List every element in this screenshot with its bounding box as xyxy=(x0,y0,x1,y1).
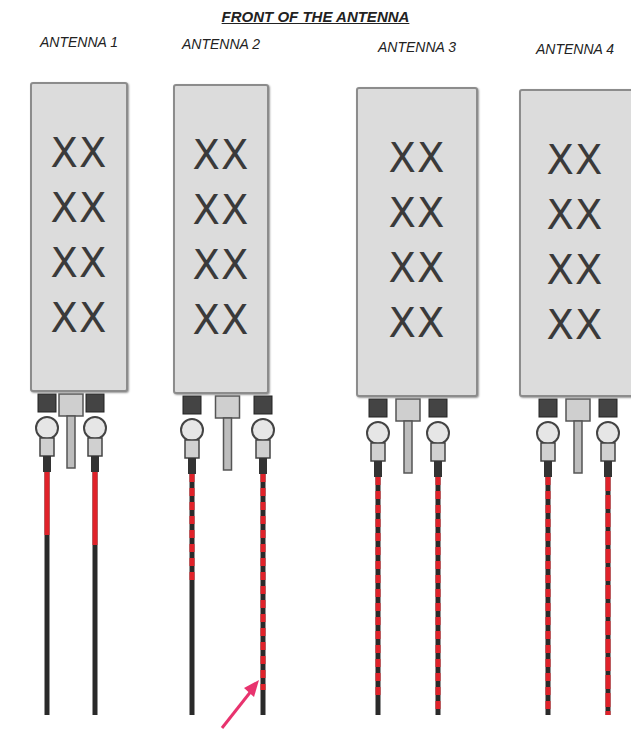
element-mark: XX xyxy=(51,181,108,236)
connector-head xyxy=(36,417,58,439)
element-mark: XX xyxy=(389,186,446,241)
cable-boot xyxy=(43,456,51,472)
connector-head xyxy=(367,422,389,444)
connector-head xyxy=(181,419,203,441)
cable-boot xyxy=(374,461,382,477)
connector-nut xyxy=(86,394,104,412)
red-stripe-marking xyxy=(190,474,195,585)
antenna-panel: ANTENNA 1XXXXXXXX xyxy=(30,82,128,392)
connector-head xyxy=(252,419,274,441)
cable-boot xyxy=(188,458,196,474)
connector-sleeve xyxy=(371,443,385,461)
element-mark: XX xyxy=(193,128,250,183)
red-marking xyxy=(45,472,50,535)
element-mark: XX xyxy=(389,296,446,351)
center-fitting xyxy=(396,399,420,421)
connector-nut xyxy=(38,394,56,412)
center-pin xyxy=(224,418,232,470)
element-mark: XX xyxy=(51,236,108,291)
connector-sleeve xyxy=(185,440,199,458)
coax-cable xyxy=(261,474,266,715)
cable-boot xyxy=(544,461,552,477)
connector-sleeve xyxy=(541,443,555,461)
connector-nut xyxy=(183,396,201,414)
center-fitting xyxy=(59,394,83,416)
antenna-panel: ANTENNA 3XXXXXXXX xyxy=(356,87,478,397)
cable-boot xyxy=(259,458,267,474)
element-mark: XX xyxy=(547,298,604,353)
connector-nut xyxy=(429,399,447,417)
element-mark: XX xyxy=(547,243,604,298)
element-mark: XX xyxy=(193,183,250,238)
connector-head xyxy=(427,422,449,444)
connector-sleeve xyxy=(88,438,102,456)
antenna-heading: ANTENNA 4 xyxy=(521,41,631,57)
red-stripe-marking xyxy=(436,477,441,715)
element-mark: XX xyxy=(547,188,604,243)
connector-sleeve xyxy=(256,440,270,458)
center-pin xyxy=(67,416,75,468)
coax-cable xyxy=(93,472,98,715)
red-stripe-marking xyxy=(546,477,551,715)
element-mark: XX xyxy=(389,241,446,296)
pointer-arrowhead xyxy=(244,680,259,697)
red-stripe-marking xyxy=(261,474,266,690)
coax-cable xyxy=(546,477,551,715)
antenna-heading: ANTENNA 2 xyxy=(175,36,267,52)
pointer-arrow xyxy=(222,690,252,728)
cable-boot xyxy=(604,461,612,477)
antenna-heading: ANTENNA 1 xyxy=(32,34,126,50)
connector-nut xyxy=(254,396,272,414)
element-mark: XX xyxy=(547,133,604,188)
center-fitting xyxy=(216,396,240,418)
red-stripe-marking xyxy=(606,477,611,715)
antenna-panel: ANTENNA 2XXXXXXXX xyxy=(173,84,269,394)
element-mark: XX xyxy=(51,291,108,346)
center-pin xyxy=(574,421,582,473)
element-mark: XX xyxy=(51,126,108,181)
page-title: FRONT OF THE ANTENNA xyxy=(0,8,631,25)
element-mark: XX xyxy=(193,238,250,293)
connector-sleeve xyxy=(431,443,445,461)
red-marking xyxy=(93,472,98,545)
connector-head xyxy=(84,417,106,439)
red-stripe-marking xyxy=(376,477,381,700)
connector-nut xyxy=(599,399,617,417)
coax-cable xyxy=(376,477,381,715)
antenna-panel: ANTENNA 4XXXXXXXX xyxy=(519,89,631,397)
coax-cable xyxy=(606,477,611,715)
center-pin xyxy=(404,421,412,473)
cable-boot xyxy=(91,456,99,472)
antenna-heading: ANTENNA 3 xyxy=(358,39,476,55)
connector-nut xyxy=(539,399,557,417)
coax-cable xyxy=(190,474,195,715)
connector-head xyxy=(597,422,619,444)
connector-sleeve xyxy=(601,443,615,461)
connector-nut xyxy=(369,399,387,417)
element-mark: XX xyxy=(193,293,250,348)
coax-cable xyxy=(436,477,441,715)
connector-sleeve xyxy=(40,438,54,456)
cable-boot xyxy=(434,461,442,477)
connector-head xyxy=(537,422,559,444)
coax-cable xyxy=(45,472,50,715)
center-fitting xyxy=(566,399,590,421)
element-mark: XX xyxy=(389,131,446,186)
